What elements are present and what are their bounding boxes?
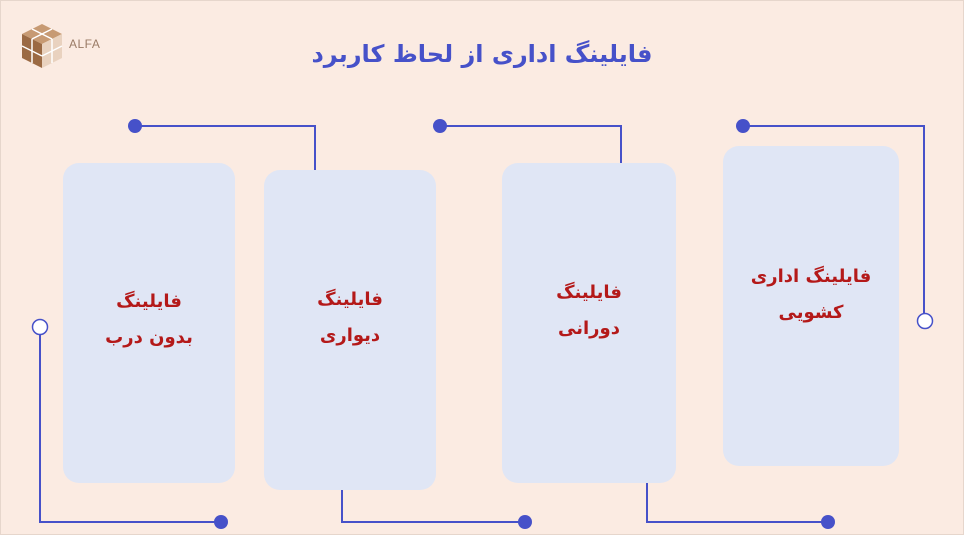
logo-text: ALFA [69,37,101,51]
card-label-line2: بدون درب [105,327,193,348]
connector-dot [214,515,228,529]
page-title: فایلینگ اداری از لحاظ کاربرد [311,40,653,68]
connector-ring [31,318,49,336]
alfa-cube-logo [21,24,63,68]
connector-ring [916,312,934,330]
connector-dot [128,119,142,133]
connector-dot [433,119,447,133]
card-doorless-filing: فایلینگ بدون درب [63,163,235,483]
connector-dot [821,515,835,529]
card-label-line1: فایلینگ [317,289,383,310]
card-label-line1: فایلینگ [556,282,622,303]
card-label-line1: فایلینگ [116,291,182,312]
connector-dot [518,515,532,529]
card-wall-filing: فایلینگ دیواری [264,170,436,490]
card-label-line2: کشویی [778,302,844,323]
card-label-line2: دیواری [319,325,381,346]
card-label-line1: فایلینگ اداری [750,266,872,287]
card-label-line2: دورانی [558,318,620,339]
card-drawer-filing: فایلینگ اداری کشویی [723,146,899,466]
card-rotary-filing: فایلینگ دورانی [502,163,676,483]
connector-dot [736,119,750,133]
